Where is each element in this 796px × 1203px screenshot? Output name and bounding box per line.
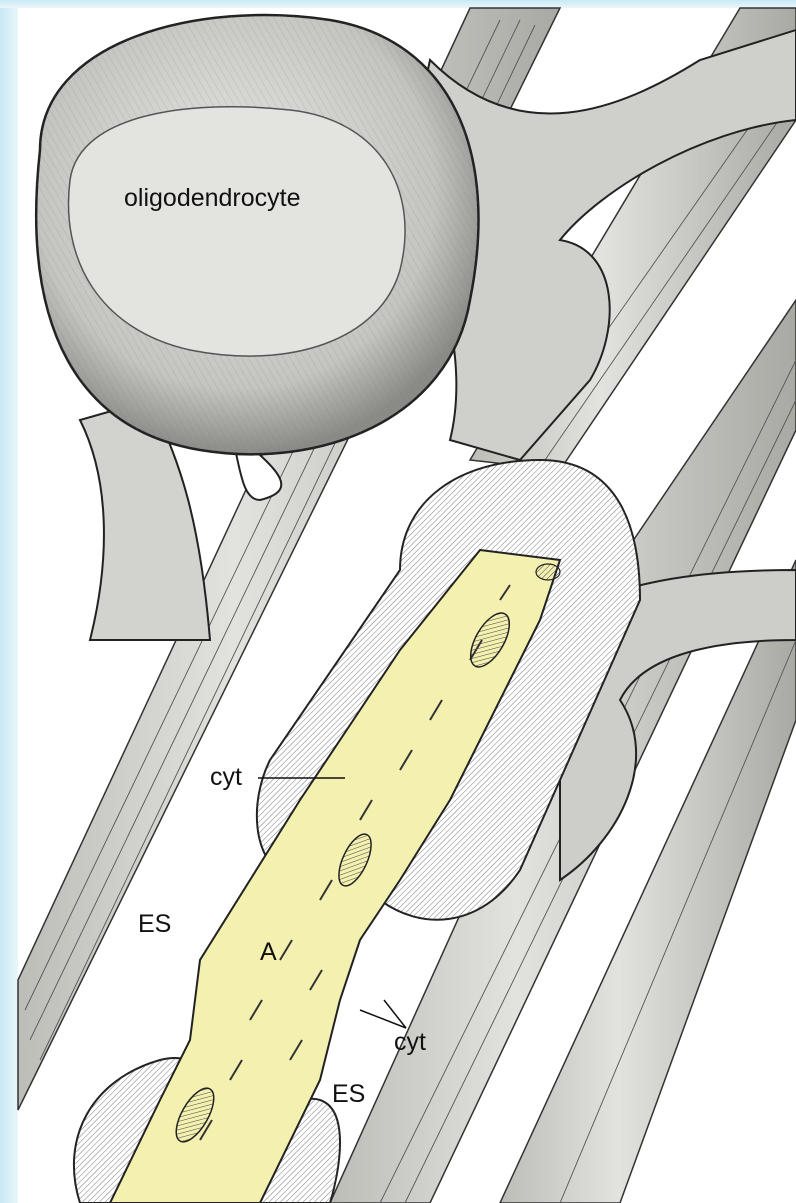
label-es-right: ES xyxy=(332,1080,365,1109)
label-cyt-lower: cyt xyxy=(394,1028,426,1057)
label-oligodendrocyte: oligodendrocyte xyxy=(124,184,301,213)
label-es-left: ES xyxy=(138,910,171,939)
label-axon: A xyxy=(260,938,277,967)
label-cyt-upper: cyt xyxy=(210,763,242,792)
mitochondrion-4 xyxy=(536,564,560,580)
oligodendrocyte-cell-body xyxy=(36,15,478,454)
